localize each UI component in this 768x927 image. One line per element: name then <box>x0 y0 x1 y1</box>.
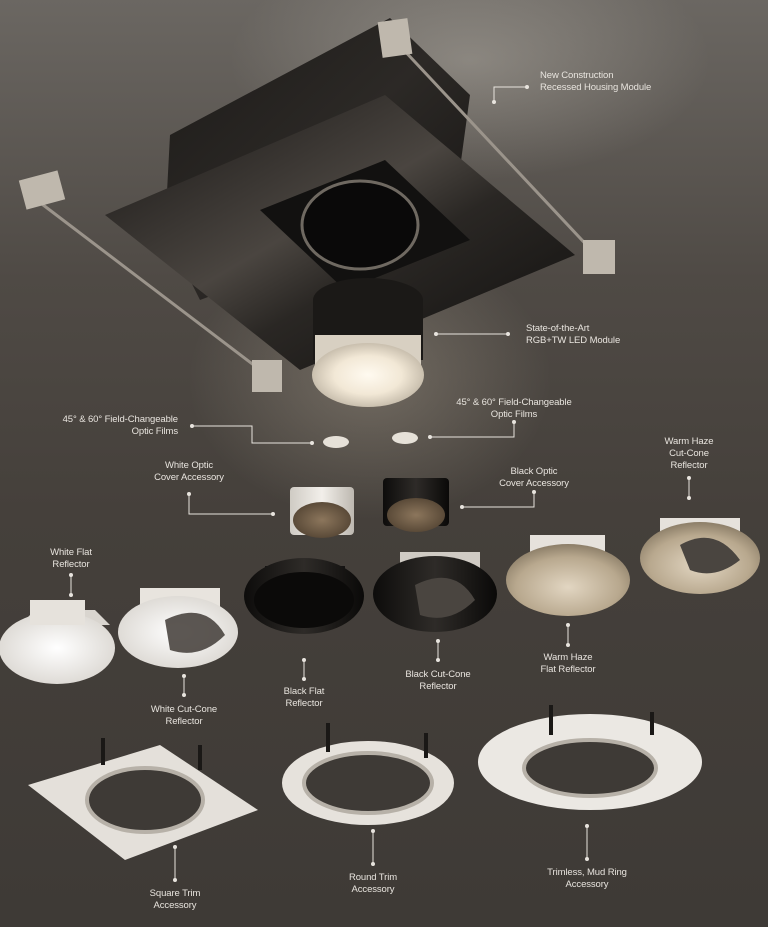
label-line: Optic Films <box>490 409 538 420</box>
trimless-mud-ring <box>478 705 702 810</box>
label-line: Reflector <box>165 716 203 727</box>
label-warm-haze-flat-reflector: Warm Haze Flat Reflector <box>540 652 595 676</box>
label-trimless-mud-ring: Trimless, Mud Ring Accessory <box>547 867 627 891</box>
label-optic-films-left: 45° & 60° Field-Changeable Optic Films <box>63 414 178 438</box>
white-cut-cone-reflector <box>118 588 238 668</box>
label-line: Black Optic <box>510 466 558 477</box>
label-line: Accessory <box>153 900 197 911</box>
label-line: Recessed Housing Module <box>540 82 652 93</box>
white-optic-cover <box>290 487 354 538</box>
label-line: Reflector <box>285 698 323 709</box>
label-line: Cover Accessory <box>499 478 569 489</box>
label-housing-module: New Construction Recessed Housing Module <box>540 70 651 94</box>
label-line: Flat Reflector <box>540 664 596 675</box>
label-line: Cut-Cone <box>669 448 709 459</box>
label-line: 45° & 60° Field-Changeable <box>456 397 572 408</box>
label-line: Cover Accessory <box>154 472 224 483</box>
label-line: Black Cut-Cone <box>405 669 471 680</box>
label-line: Reflector <box>670 460 708 471</box>
label-line: New Construction <box>540 70 614 81</box>
round-trim <box>282 723 454 825</box>
label-line: State-of-the-Art <box>526 323 590 334</box>
label-line: Reflector <box>52 559 90 570</box>
warm-haze-cut-cone-reflector <box>640 518 760 594</box>
label-white-optic-cover: White Optic Cover Accessory <box>154 460 224 484</box>
label-line: Optic Films <box>131 426 179 437</box>
white-flat-reflector <box>0 600 115 684</box>
warm-haze-flat-reflector <box>506 535 630 616</box>
black-flat-reflector <box>244 558 364 634</box>
label-line: White Cut-Cone <box>150 704 218 715</box>
label-line: White Flat <box>50 547 92 558</box>
square-trim <box>28 738 258 860</box>
label-line: Accessory <box>565 879 609 890</box>
label-line: 45° & 60° Field-Changeable <box>62 414 178 425</box>
label-led-module: State-of-the-Art RGB+TW LED Module <box>526 323 620 347</box>
label-black-flat-reflector: Black Flat Reflector <box>284 686 325 710</box>
label-line: Reflector <box>419 681 457 692</box>
label-warm-haze-cut-cone: Warm Haze Cut-Cone Reflector <box>665 436 714 472</box>
label-black-cut-cone-reflector: Black Cut-Cone Reflector <box>405 669 470 693</box>
label-line: Trimless, Mud Ring <box>547 867 627 878</box>
label-round-trim: Round Trim Accessory <box>349 872 397 896</box>
callout-lines <box>69 85 691 882</box>
label-line: RGB+TW LED Module <box>526 335 621 346</box>
label-line: Square Trim <box>149 888 201 899</box>
led-module <box>312 278 424 407</box>
black-optic-cover <box>383 478 449 532</box>
label-line: Accessory <box>351 884 395 895</box>
label-black-optic-cover: Black Optic Cover Accessory <box>499 466 569 490</box>
label-line: Warm Haze <box>543 652 593 663</box>
label-line: Round Trim <box>348 872 398 883</box>
label-square-trim: Square Trim Accessory <box>150 888 201 912</box>
black-cut-cone-reflector <box>373 552 497 632</box>
housing-module <box>18 18 615 392</box>
optic-film-disc <box>323 436 349 448</box>
label-white-flat-reflector: White Flat Reflector <box>50 547 92 571</box>
label-line: Black Flat <box>283 686 325 697</box>
label-optic-films-right: 45° & 60° Field-Changeable Optic Films <box>456 397 571 421</box>
label-line: White Optic <box>165 460 213 471</box>
optic-film-disc <box>392 432 418 444</box>
label-white-cut-cone-reflector: White Cut-Cone Reflector <box>151 704 217 728</box>
label-line: Warm Haze <box>664 436 714 447</box>
